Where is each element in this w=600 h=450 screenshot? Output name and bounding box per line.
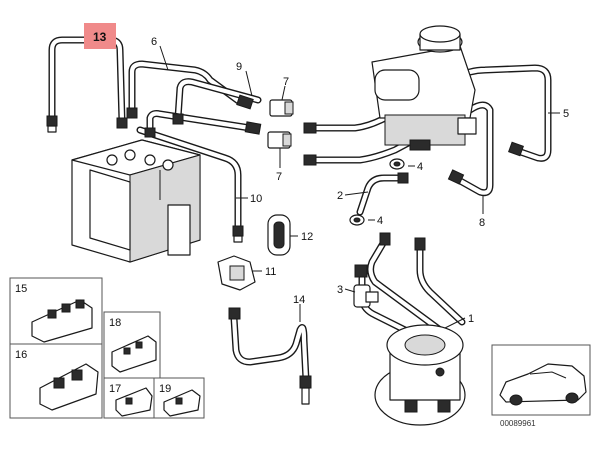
callout-17[interactable]: 17 [109,383,121,395]
seal-grommet [267,214,291,256]
car-silhouette-icon [491,344,591,416]
callout-11[interactable]: 11 [265,266,276,278]
callout-19[interactable]: 19 [159,383,171,395]
callout-4-lower[interactable]: 4 [377,215,383,227]
callout-6[interactable]: 6 [151,36,157,48]
callout-8[interactable]: 8 [479,217,485,229]
callout-5[interactable]: 5 [563,108,569,120]
callout-9[interactable]: 9 [236,61,242,73]
brake-fluid-reservoir-icon [371,25,477,151]
callout-12[interactable]: 12 [301,231,313,243]
callout-15[interactable]: 15 [15,283,27,295]
abs-hydraulic-unit-icon [71,139,201,263]
callout-16[interactable]: 16 [15,349,27,361]
callout-10[interactable]: 10 [250,193,262,205]
brake-booster-icon [374,324,466,426]
callout-7-top[interactable]: 7 [283,76,289,88]
callout-13[interactable]: 13 [93,30,107,44]
reference-code: 00089961 [500,419,536,428]
callout-2[interactable]: 2 [337,190,343,202]
callout-4-upper[interactable]: 4 [417,161,423,173]
pipe-fittings [46,94,524,405]
adapter-fittings [267,99,294,149]
mounting-bracket [217,255,256,291]
brake-line-pipes [48,36,552,384]
callout-18[interactable]: 18 [109,317,121,329]
callout-14[interactable]: 14 [293,294,305,306]
callout-labels: 13 6 9 7 7 10 12 11 14 2 3 4 4 1 5 8 15 … [15,23,569,395]
callout-3[interactable]: 3 [337,284,343,296]
tee-connector [353,264,379,308]
leader-lines [159,45,560,329]
highlight-box-13 [84,23,116,49]
grommets [349,158,405,226]
callout-7-bottom[interactable]: 7 [276,171,282,183]
callout-1[interactable]: 1 [468,313,474,325]
pipe-clip-icons [31,299,201,417]
